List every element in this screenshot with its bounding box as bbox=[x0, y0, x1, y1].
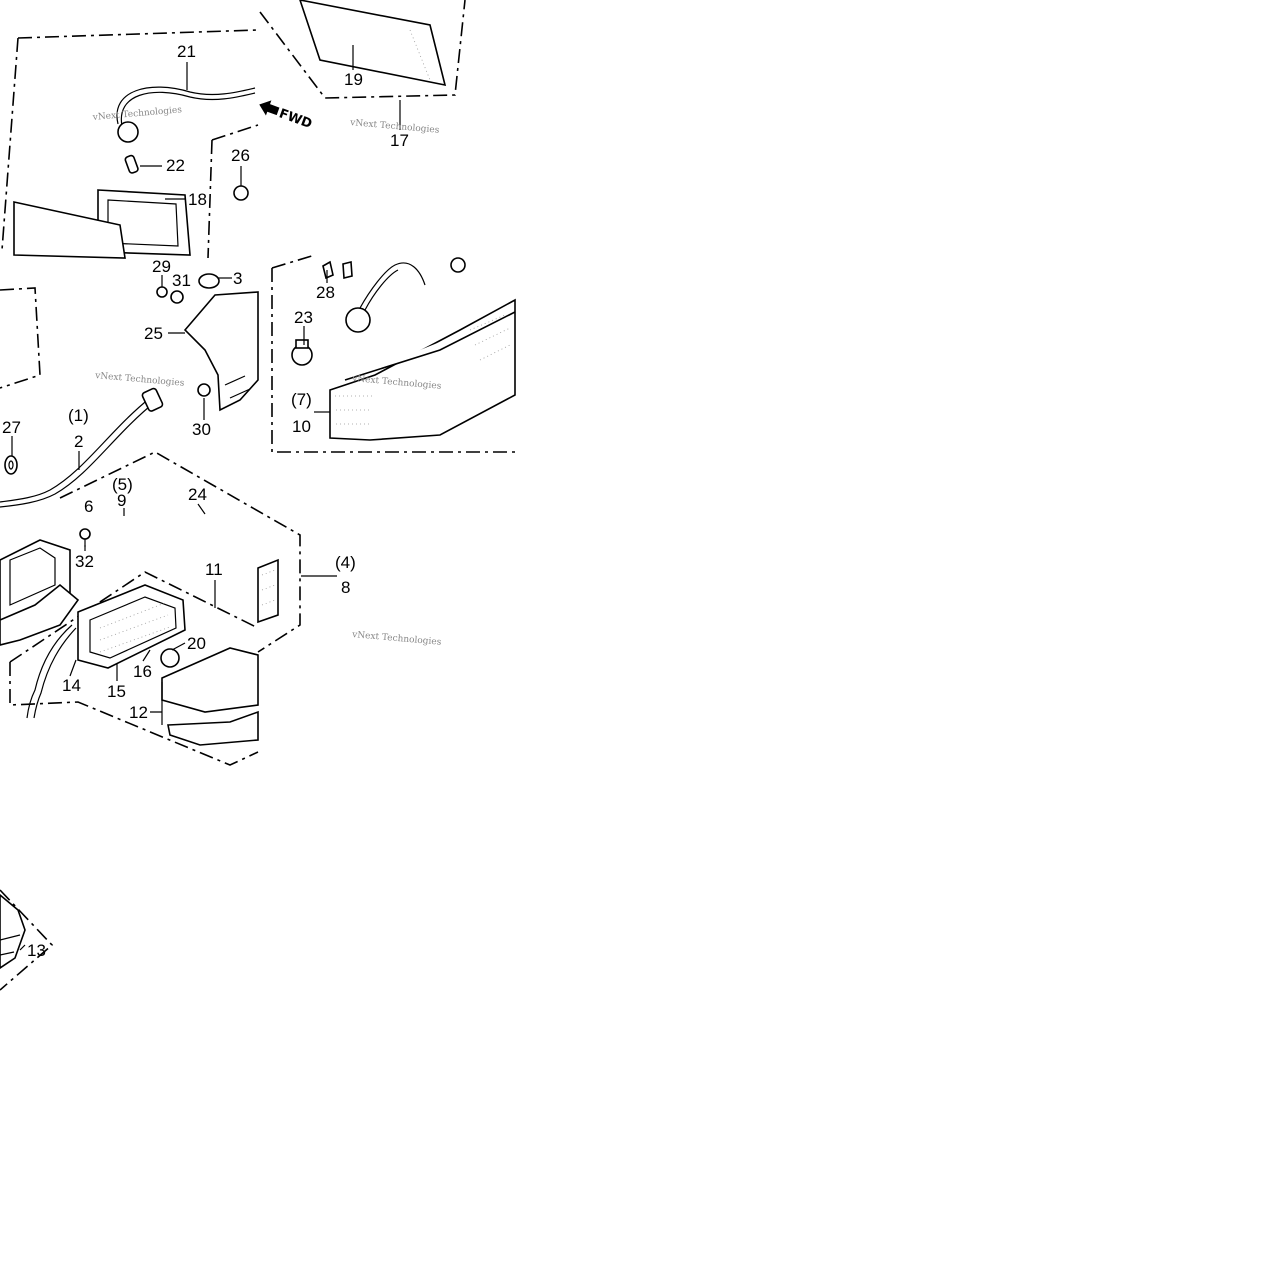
leader-lines bbox=[11, 45, 401, 951]
callout: 30 bbox=[192, 420, 211, 439]
callout: 25 bbox=[144, 324, 163, 343]
watermark-text: vNext Technologies bbox=[94, 371, 185, 389]
callout: 27 bbox=[2, 418, 21, 437]
watermark-text: vNext Technologies bbox=[351, 630, 442, 648]
fwd-label: FWD bbox=[277, 106, 314, 132]
watermark-text: vNext Technologies bbox=[91, 105, 182, 123]
callout: 11 bbox=[205, 560, 223, 579]
callout: 15 bbox=[107, 682, 126, 701]
callout: 31 bbox=[172, 271, 191, 290]
callout: (7) bbox=[291, 390, 312, 409]
callout: 22 bbox=[166, 156, 185, 175]
fwd-indicator: FWD bbox=[259, 100, 314, 132]
callout: 23 bbox=[294, 308, 313, 327]
callout: 8 bbox=[341, 578, 350, 597]
arrow-left-icon bbox=[259, 100, 280, 116]
callout: 26 bbox=[231, 146, 250, 165]
callout: 14 bbox=[62, 676, 81, 695]
callout: 16 bbox=[133, 662, 152, 681]
callout: 20 bbox=[187, 634, 206, 653]
callout: 10 bbox=[292, 417, 311, 436]
callout: 13 bbox=[27, 941, 46, 960]
callout: 21 bbox=[177, 42, 196, 61]
part-drawings bbox=[0, 0, 516, 969]
callout: 32 bbox=[75, 552, 94, 571]
callout: 17 bbox=[390, 131, 409, 150]
callout: 12 bbox=[129, 703, 148, 722]
callout: 29 bbox=[152, 257, 171, 276]
callout: 3 bbox=[233, 269, 242, 288]
callout: 2 bbox=[74, 432, 83, 451]
callout-labels: 21 19 17 26 22 18 29 31 3 25 28 23 (7) 1… bbox=[2, 42, 409, 960]
callout: 28 bbox=[316, 283, 335, 302]
callout: 18 bbox=[188, 190, 207, 209]
callout: (1) bbox=[68, 406, 89, 425]
callout: 6 bbox=[84, 497, 93, 516]
callout: (5) bbox=[112, 475, 133, 494]
callout: 9 bbox=[117, 491, 126, 510]
assembly-frames bbox=[0, 0, 515, 991]
callout: 19 bbox=[344, 70, 363, 89]
callout: 24 bbox=[188, 485, 207, 504]
callout: (4) bbox=[335, 553, 356, 572]
